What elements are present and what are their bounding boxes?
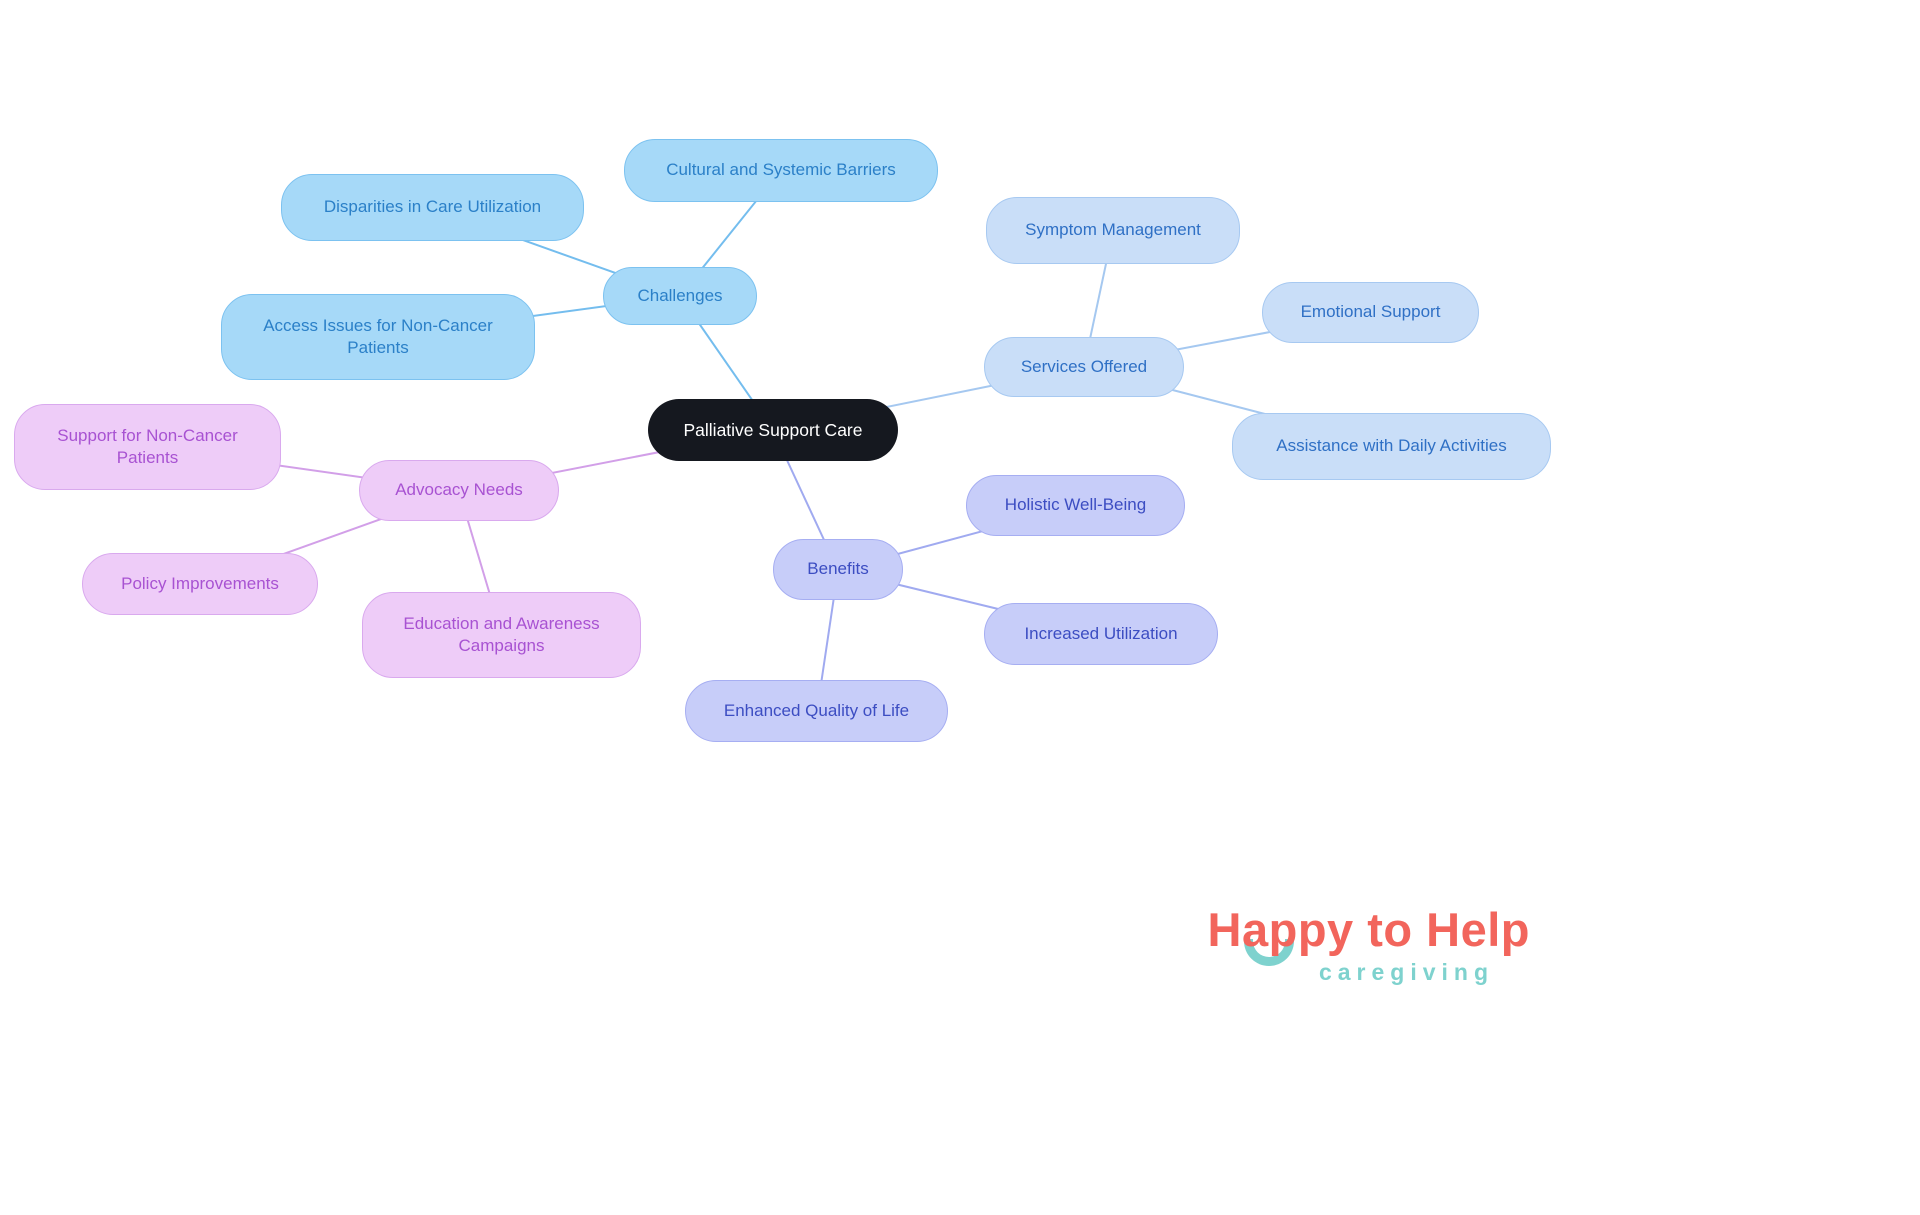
node-increased-utilization: Increased Utilization [984, 603, 1218, 665]
node-enhanced-quality-of-life: Enhanced Quality of Life [685, 680, 948, 742]
brand-logo: Happy to Help caregiving [1158, 903, 1530, 986]
node-advocacy-needs: Advocacy Needs [359, 460, 559, 521]
node-policy-improvements: Policy Improvements [82, 553, 318, 615]
node-challenges: Challenges [603, 267, 757, 325]
smile-icon [1244, 939, 1294, 966]
node-disparities-care-utilization: Disparities in Care Utilization [281, 174, 584, 241]
node-support-non-cancer-patients: Support for Non-Cancer Patients [14, 404, 281, 490]
node-services-offered: Services Offered [984, 337, 1184, 397]
node-benefits: Benefits [773, 539, 903, 600]
node-holistic-well-being: Holistic Well-Being [966, 475, 1185, 536]
node-assistance-daily-activities: Assistance with Daily Activities [1232, 413, 1551, 480]
node-symptom-management: Symptom Management [986, 197, 1240, 264]
logo-title: Happy to Help [1207, 903, 1530, 956]
logo-subtitle: caregiving [1318, 959, 1494, 985]
node-access-issues-non-cancer: Access Issues for Non-Cancer Patients [221, 294, 535, 380]
node-palliative-support-care: Palliative Support Care [648, 399, 898, 461]
node-emotional-support: Emotional Support [1262, 282, 1479, 343]
node-education-awareness-campaigns: Education and Awareness Campaigns [362, 592, 641, 678]
node-cultural-systemic-barriers: Cultural and Systemic Barriers [624, 139, 938, 202]
